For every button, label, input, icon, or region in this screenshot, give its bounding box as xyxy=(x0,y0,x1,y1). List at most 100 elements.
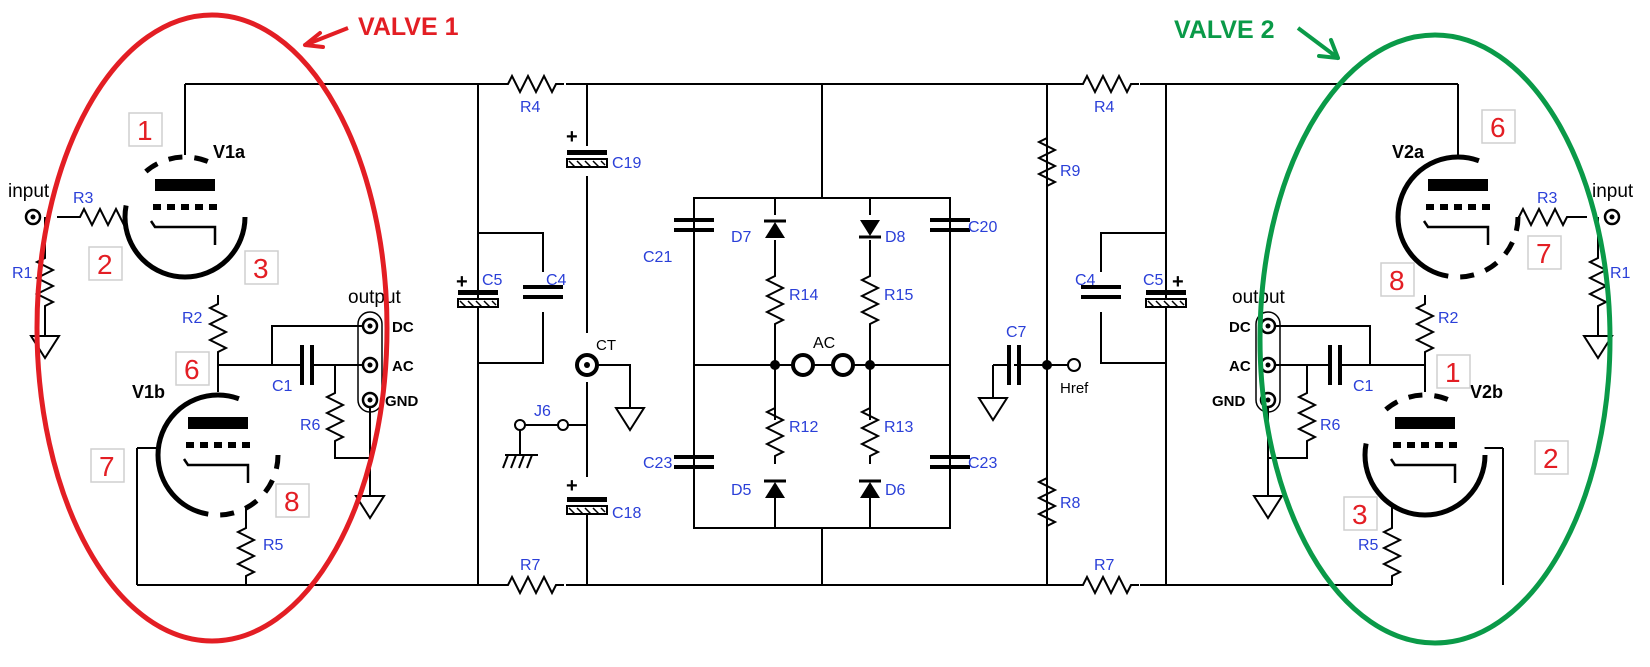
label-r6-right: R6 xyxy=(1320,417,1341,434)
valve-2-arrow xyxy=(1296,26,1340,60)
label-r1-left: R1 xyxy=(12,265,33,282)
valve-1-arrow xyxy=(303,26,349,49)
ac-terminal-2 xyxy=(831,353,855,377)
svg-text:+: + xyxy=(566,126,578,148)
label-r2-left: R2 xyxy=(182,310,203,327)
ac-label-right: AC xyxy=(1229,358,1251,375)
diode-d6 xyxy=(857,479,883,500)
label-c21: C21 xyxy=(643,249,672,266)
tube-label-v1b: V1b xyxy=(132,382,165,402)
label-d8: D8 xyxy=(885,229,906,246)
resistor-r2-left xyxy=(209,295,227,361)
dc-label-right: DC xyxy=(1229,319,1251,336)
capacitor-c1-left xyxy=(300,343,314,387)
label-r3-right: R3 xyxy=(1537,190,1558,207)
label-r3-left: R3 xyxy=(73,190,94,207)
ground-symbol xyxy=(1253,477,1283,519)
valve-1-outline xyxy=(34,12,390,644)
valve-2-title: VALVE 2 xyxy=(1174,16,1275,44)
output-label-left: output xyxy=(348,287,402,308)
svg-text:+: + xyxy=(456,271,468,293)
label-r7-left: R7 xyxy=(520,557,541,574)
pin-number-6-left: 6 xyxy=(184,354,200,385)
pin-number-7-right: 7 xyxy=(1536,238,1552,269)
label-c4-left: C4 xyxy=(546,272,567,289)
label-c4-right: C4 xyxy=(1075,272,1096,289)
pin-number-6-right: 6 xyxy=(1490,112,1506,143)
label-r15: R15 xyxy=(884,287,913,304)
jack-input-left xyxy=(24,208,42,226)
tube-v1b xyxy=(155,392,281,518)
label-c7: C7 xyxy=(1006,324,1027,341)
tube-v1a xyxy=(122,154,248,280)
label-c23-left: C23 xyxy=(643,455,672,472)
jack-dc-left xyxy=(361,317,379,335)
tube-label-v1a: V1a xyxy=(213,142,246,162)
resistor-r15 xyxy=(861,267,879,333)
diode-d7 xyxy=(762,219,788,240)
label-r1-right: R1 xyxy=(1610,265,1631,282)
href-terminal xyxy=(1067,358,1081,372)
label-c20: C20 xyxy=(968,219,997,236)
output-connector-right xyxy=(1255,311,1281,413)
input-label-right: input xyxy=(1592,181,1634,202)
pin-number-3-right: 3 xyxy=(1352,499,1368,530)
jack-gnd-left xyxy=(361,391,379,409)
ac-label-left: AC xyxy=(392,358,414,375)
resistor-r14 xyxy=(766,267,784,333)
valve-1-title: VALVE 1 xyxy=(358,13,459,41)
capacitor-c18 xyxy=(566,496,608,515)
label-r8: R8 xyxy=(1060,495,1081,512)
label-r9: R9 xyxy=(1060,163,1081,180)
pin-number-7-left: 7 xyxy=(99,451,115,482)
label-c5-left: C5 xyxy=(482,272,503,289)
resistor-r6-right xyxy=(1298,384,1316,450)
output-label-right: output xyxy=(1232,287,1286,308)
capacitor-c1-right xyxy=(1328,343,1342,387)
chassis-ground-icon xyxy=(502,430,538,469)
tube-v2b xyxy=(1362,392,1488,518)
label-r5-right: R5 xyxy=(1358,537,1379,554)
ct-label: CT xyxy=(596,337,616,354)
tube-label-v2b: V2b xyxy=(1470,382,1503,402)
pin-number-8-left: 8 xyxy=(284,486,300,517)
resistor-r5-left xyxy=(237,519,255,585)
label-c1-left: C1 xyxy=(272,378,293,395)
resistor-r4-left xyxy=(499,75,565,93)
label-r14: R14 xyxy=(789,287,818,304)
label-r6-left: R6 xyxy=(300,417,321,434)
label-ac-bridge: AC xyxy=(813,335,835,352)
resistor-r6-left xyxy=(326,384,344,450)
diode-d8 xyxy=(857,218,883,239)
label-c1-right: C1 xyxy=(1353,378,1374,395)
resistor-r2-right xyxy=(1416,295,1434,361)
label-r7-right: R7 xyxy=(1094,557,1115,574)
diode-d5 xyxy=(762,479,788,500)
label-r4-right: R4 xyxy=(1094,99,1115,116)
tube-label-v2a: V2a xyxy=(1392,142,1425,162)
label-r12: R12 xyxy=(789,419,818,436)
jack-input-right xyxy=(1603,208,1621,226)
dc-label-left: DC xyxy=(392,319,414,336)
resistor-r7-right xyxy=(1074,576,1140,594)
svg-text:+: + xyxy=(1172,271,1184,293)
label-c18: C18 xyxy=(612,505,641,522)
resistor-r3-right xyxy=(1510,208,1576,226)
output-connector-left xyxy=(357,311,383,413)
capacitor-c19 xyxy=(566,149,608,168)
ground-symbol xyxy=(978,379,1008,421)
valve-2-outline xyxy=(1257,32,1613,646)
jack-ac-left xyxy=(361,356,379,374)
label-d7: D7 xyxy=(731,229,752,246)
pin-number-1-right: 1 xyxy=(1445,357,1461,388)
gnd-label-right: GND xyxy=(1212,393,1246,410)
input-label-left: input xyxy=(8,181,50,202)
label-c23-right: C23 xyxy=(968,455,997,472)
pin-number-8-right: 8 xyxy=(1389,265,1405,296)
resistor-r5-right xyxy=(1383,519,1401,585)
resistor-r4-right xyxy=(1074,75,1140,93)
gnd-label-left: GND xyxy=(385,393,419,410)
pin-number-2-left: 2 xyxy=(97,249,113,280)
label-d5: D5 xyxy=(731,482,752,499)
pin-number-2-right: 2 xyxy=(1543,443,1559,474)
